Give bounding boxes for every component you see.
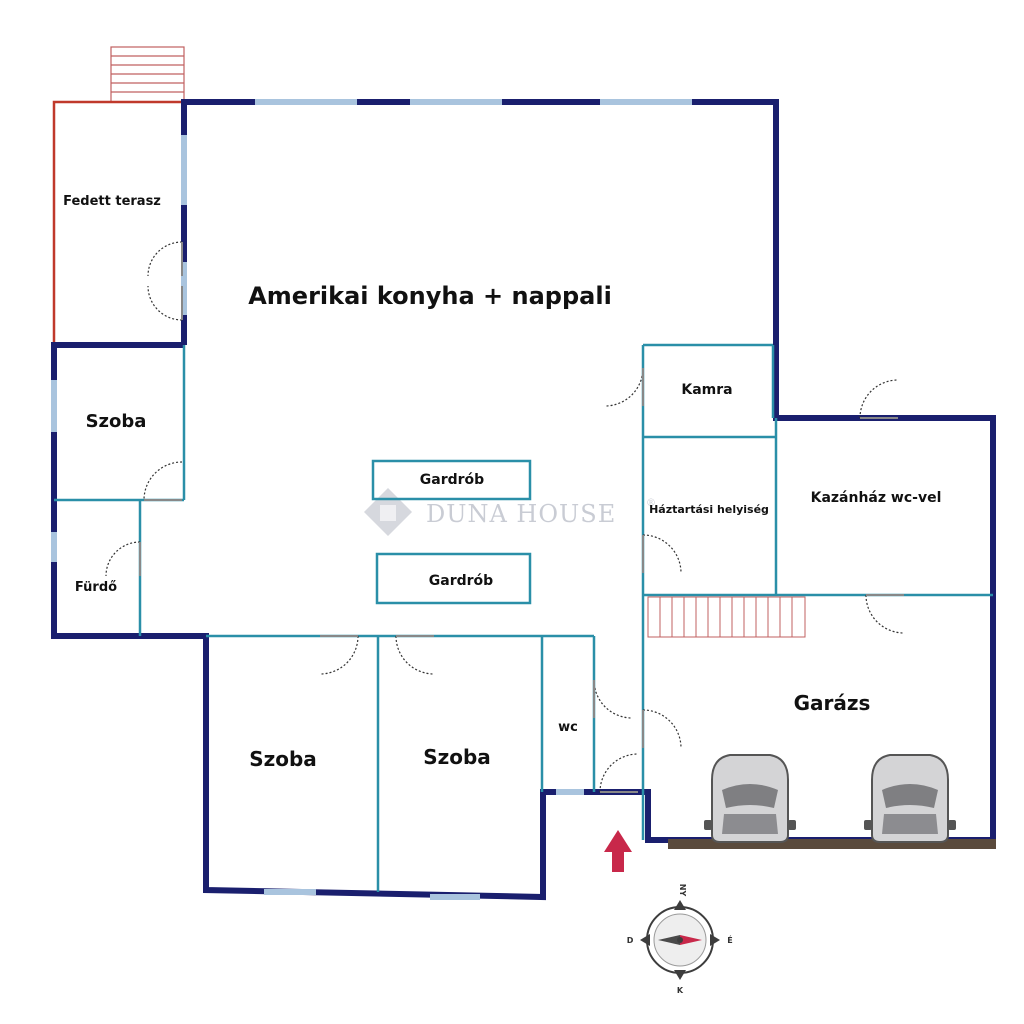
entrance-arrow-icon [604, 830, 632, 872]
interior-walls [54, 343, 993, 892]
garage-stairs [647, 596, 806, 638]
room-label-wc: wc [558, 720, 578, 735]
compass-east: É [727, 934, 732, 945]
room-label-garazs: Garázs [794, 691, 871, 715]
terrace-outline [52, 100, 184, 345]
compass-south: K [677, 986, 684, 995]
car-icon [864, 754, 956, 843]
diamond-logo-icon [364, 488, 412, 536]
watermark: DUNA HOUSE ® [364, 488, 657, 536]
compass-west: D [627, 936, 634, 945]
outer-walls [51, 99, 996, 901]
garage-door-strip [668, 839, 996, 849]
car-icon [704, 754, 796, 843]
room-label-amerikai-konyha: Amerikai konyha + nappali [248, 282, 612, 310]
watermark-mark: ® [646, 498, 657, 509]
room-label-furdo: Fürdő [75, 580, 117, 595]
watermark-text: DUNA HOUSE [426, 500, 616, 528]
room-label-fedett-terasz: Fedett terasz [63, 194, 161, 209]
compass-icon: NY É K D [627, 884, 733, 995]
doors [105, 241, 905, 793]
room-label-szoba-bottom-left: Szoba [249, 747, 317, 771]
room-labels: Fedett terasz Amerikai konyha + nappali … [63, 194, 941, 771]
room-label-gardrob-1: Gardrób [420, 472, 484, 488]
room-label-kamra: Kamra [681, 382, 732, 398]
door-leaves [139, 242, 904, 793]
terrace-stairs [110, 46, 185, 103]
room-label-szoba-left: Szoba [86, 411, 147, 432]
compass-north: NY [678, 884, 687, 897]
room-label-szoba-bottom-right: Szoba [423, 745, 491, 769]
windows [51, 99, 692, 900]
room-label-gardrob-2: Gardrób [429, 573, 493, 589]
room-label-kazanhaz: Kazánház wc-vel [811, 490, 942, 506]
room-label-haztartasi: Háztartási helyiség [649, 503, 769, 516]
